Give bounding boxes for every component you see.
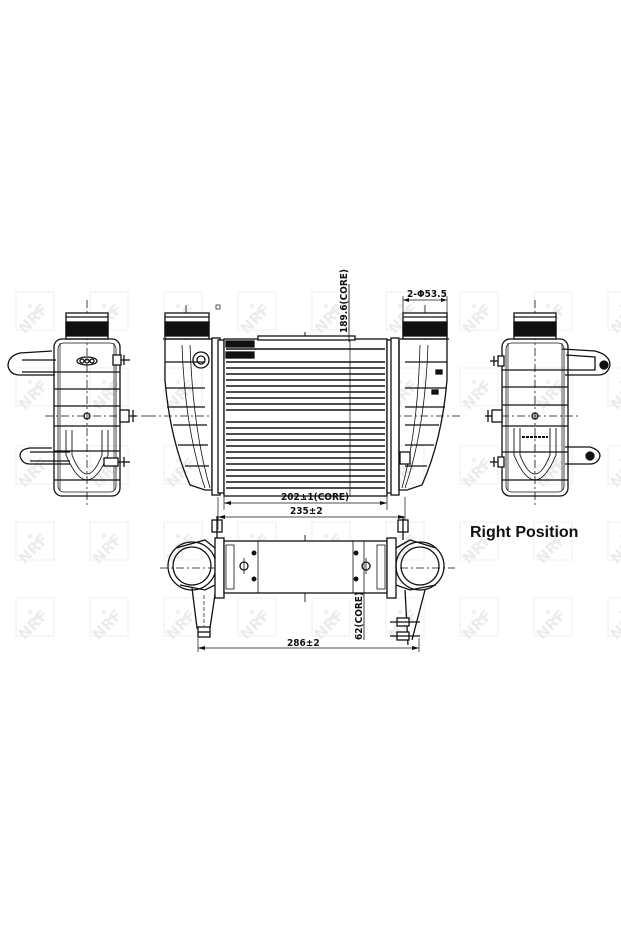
dim-overall-length: 286±2 [287,638,320,649]
dim-pipe-diameter: 2-Φ53.5 [407,289,447,300]
dim-core-depth: 62(CORE) [354,592,365,640]
position-caption: Right Position [470,524,579,541]
top-view [160,516,455,652]
dim-overall-width: 235±2 [290,506,323,517]
front-view [148,284,462,521]
left-end-view [7,300,150,505]
dim-core-width: 202±1(CORE) [281,492,349,503]
dim-core-height: 189.6(CORE) [339,269,350,333]
right-end-view [485,300,611,505]
